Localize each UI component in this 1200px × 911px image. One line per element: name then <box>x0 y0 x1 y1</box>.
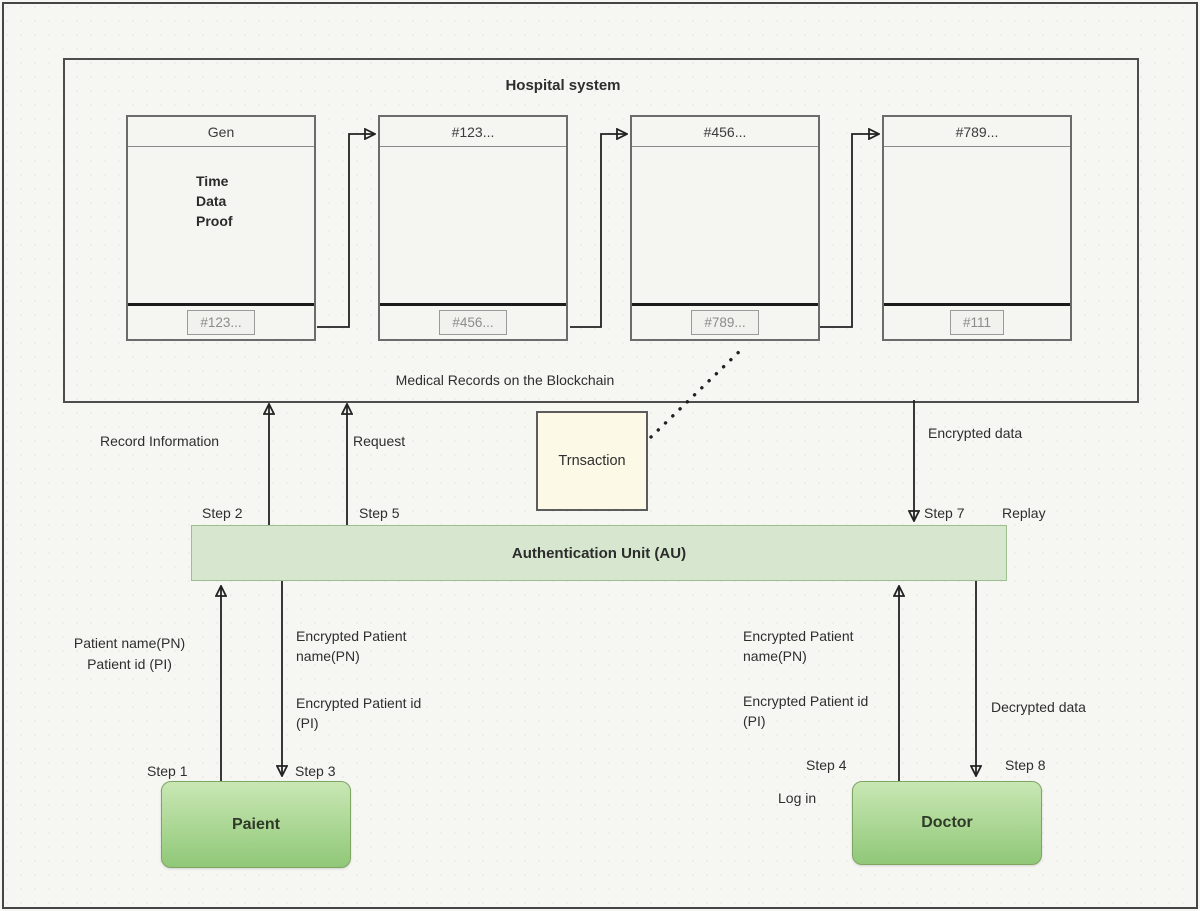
transaction-label: Trnsaction <box>558 453 626 469</box>
block-footer: #111 <box>884 306 1070 339</box>
label-replay: Replay <box>1002 505 1046 521</box>
label-request: Request <box>353 433 406 449</box>
label-patient-name-id: Patient name(PN) Patient id (PI) <box>42 633 217 675</box>
block-fields: Time Data Proof <box>196 171 233 231</box>
block-field-data: Data <box>196 193 227 209</box>
label-step-2: Step 2 <box>202 505 243 521</box>
doctor-actor-box: Doctor <box>852 781 1042 865</box>
label-decrypted-data: Decrypted data <box>991 699 1086 715</box>
label-patient-name: Patient name(PN) <box>73 635 186 651</box>
blockchain-block-789: #789... #111 <box>882 115 1072 341</box>
block-divider <box>128 303 314 306</box>
authentication-unit-bar: Authentication Unit (AU) <box>191 525 1007 581</box>
block-body: Time Data Proof <box>128 147 314 303</box>
label-encrypted-data: Encrypted data <box>928 425 1023 441</box>
blockchain-block-123: #123... #456... <box>378 115 568 341</box>
block-field-time: Time <box>196 173 229 189</box>
block-field-proof: Proof <box>196 213 233 229</box>
doctor-label: Doctor <box>921 814 973 831</box>
label-step-3: Step 3 <box>295 763 336 779</box>
block-hash-chip: #123... <box>187 310 255 335</box>
block-divider <box>632 303 818 306</box>
hospital-system-title: Hospital system <box>505 77 621 94</box>
block-hash-chip: #456... <box>439 310 507 335</box>
transaction-box: Trnsaction <box>536 411 648 511</box>
block-header: #789... <box>884 117 1070 147</box>
label-encrypted-patient-id-right: Encrypted Patient id (PI) <box>743 693 869 729</box>
block-header: #456... <box>632 117 818 147</box>
block-header: Gen <box>128 117 314 147</box>
label-step-5: Step 5 <box>359 505 400 521</box>
block-footer: #789... <box>632 306 818 339</box>
block-hash-chip: #111 <box>949 310 1005 335</box>
label-step-7: Step 7 <box>924 505 965 521</box>
label-step-8: Step 8 <box>1005 757 1046 773</box>
label-step-1: Step 1 <box>147 763 188 779</box>
block-footer: #456... <box>380 306 566 339</box>
blockchain-block-456: #456... #789... <box>630 115 820 341</box>
hospital-system-box <box>63 58 1139 403</box>
block-header: #123... <box>380 117 566 147</box>
block-divider <box>380 303 566 306</box>
block-body <box>632 147 818 303</box>
block-body <box>380 147 566 303</box>
label-patient-id: Patient id (PI) <box>87 656 172 672</box>
label-encrypted-patient-name-left: Encrypted Patient name(PN) <box>296 628 407 664</box>
patient-actor-box: Paient <box>161 781 351 868</box>
block-hash-chip: #789... <box>691 310 759 335</box>
label-log-in: Log in <box>778 790 817 806</box>
label-step-4: Step 4 <box>806 757 847 773</box>
block-footer: #123... <box>128 306 314 339</box>
patient-label: Paient <box>231 815 280 833</box>
label-encrypted-patient-name-right: Encrypted Patient name(PN) <box>743 628 854 664</box>
label-record-information: Record Information <box>100 433 220 449</box>
block-body <box>884 147 1070 303</box>
label-encrypted-patient-id-left: Encrypted Patient id (PI) <box>296 695 422 731</box>
blockchain-block-genesis: Gen Time Data Proof #123... <box>126 115 316 341</box>
authentication-unit-label: Authentication Unit (AU) <box>511 544 687 562</box>
blockchain-caption: Medical Records on the Blockchain <box>395 372 615 388</box>
block-divider <box>884 303 1070 306</box>
